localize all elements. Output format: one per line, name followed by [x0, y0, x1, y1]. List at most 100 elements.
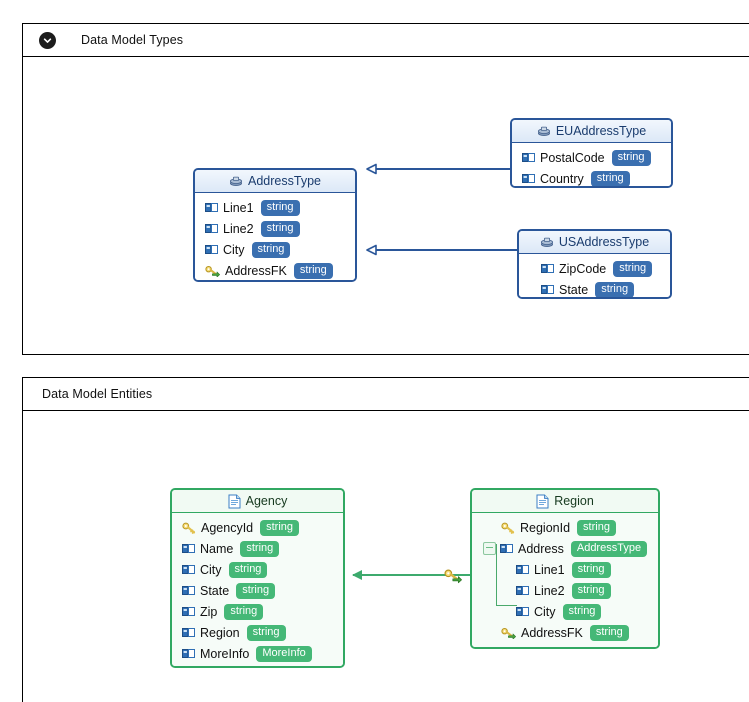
- document-icon: [536, 494, 549, 509]
- field-name: AddressFK: [521, 625, 583, 640]
- field-row[interactable]: RegionId string: [472, 517, 658, 538]
- complex-type-icon: [537, 124, 551, 138]
- element-icon: [516, 607, 529, 616]
- entity-box-agency[interactable]: Agency AgencyId string: [170, 488, 345, 668]
- field-name: RegionId: [520, 520, 571, 535]
- entity-fields-addresstype: Line1 string Line2 string: [195, 193, 355, 280]
- field-type-badge: string: [246, 624, 286, 641]
- entity-title-region: Region: [554, 494, 594, 508]
- entity-header-addresstype: AddressType: [195, 170, 355, 193]
- complex-type-icon: [229, 174, 243, 188]
- document-icon: [228, 494, 241, 509]
- entity-fields-region: RegionId string Address AddressType: [472, 513, 658, 647]
- field-row[interactable]: Country string: [512, 168, 671, 186]
- field-name: Line1: [534, 562, 565, 577]
- field-row[interactable]: Line1 string: [195, 197, 355, 218]
- element-icon: [182, 649, 195, 658]
- entity-box-addresstype[interactable]: AddressType Line1 string Line2: [193, 168, 357, 282]
- field-type-badge: string: [260, 199, 300, 216]
- element-icon: [205, 224, 218, 233]
- field-type-badge: string: [562, 603, 602, 620]
- field-row[interactable]: Address AddressType: [472, 538, 658, 559]
- element-icon: [522, 174, 535, 183]
- field-row[interactable]: PostalCode string: [512, 147, 671, 168]
- field-row[interactable]: Zip string: [172, 601, 343, 622]
- element-icon: [182, 607, 195, 616]
- field-name: Line2: [223, 221, 254, 236]
- field-row[interactable]: Line2 string: [195, 218, 355, 239]
- field-row[interactable]: Region string: [172, 622, 343, 643]
- element-icon: [541, 264, 554, 273]
- field-row[interactable]: AgencyId string: [172, 517, 343, 538]
- field-row[interactable]: AddressFK string: [472, 622, 658, 643]
- panel-header-entities[interactable]: Data Model Entities: [23, 378, 749, 411]
- connector-foreign-key-icon: [444, 568, 462, 584]
- panel-header-types[interactable]: Data Model Types: [23, 24, 749, 57]
- field-row[interactable]: Line2 string: [472, 580, 658, 601]
- field-type-badge: string: [228, 561, 268, 578]
- field-type-badge: string: [260, 519, 300, 536]
- field-name: ZipCode: [559, 261, 607, 276]
- field-type-badge: string: [571, 582, 611, 599]
- field-name: Country: [540, 171, 584, 186]
- field-name: City: [200, 562, 222, 577]
- entity-box-euaddresstype[interactable]: EUAddressType PostalCode string: [510, 118, 673, 188]
- field-name: AddressFK: [225, 263, 287, 278]
- field-name: PostalCode: [540, 150, 605, 165]
- field-name: Name: [200, 541, 234, 556]
- entity-fields-agency: AgencyId string Name string: [172, 513, 343, 666]
- expander-collapse-button-address[interactable]: [483, 542, 496, 555]
- field-name: City: [223, 242, 245, 257]
- panel-data-model-types: Data Model Types: [22, 23, 749, 355]
- entity-fields-usaddresstype: ZipCode string State string: [519, 254, 670, 297]
- foreign-key-icon: [501, 627, 516, 639]
- chevron-down-icon[interactable]: [39, 31, 56, 49]
- field-type-badge: string: [590, 170, 630, 186]
- field-type-badge: string: [236, 582, 276, 599]
- field-row[interactable]: State string: [172, 580, 343, 601]
- primary-key-icon: [501, 522, 515, 534]
- field-type-badge: string: [589, 624, 629, 641]
- entity-header-euaddresstype: EUAddressType: [512, 120, 671, 143]
- field-type-badge: string: [577, 519, 616, 536]
- field-row[interactable]: State string: [519, 279, 670, 297]
- field-row[interactable]: Line1 string: [472, 559, 658, 580]
- field-type-badge: MoreInfo: [256, 645, 312, 662]
- panel-body-entities: Agency AgencyId string: [23, 411, 749, 702]
- field-row[interactable]: Name string: [172, 538, 343, 559]
- field-type-badge: string: [611, 149, 651, 166]
- field-type-badge: string: [293, 262, 333, 279]
- entity-title-addresstype: AddressType: [248, 174, 321, 188]
- field-type-badge: string: [260, 220, 300, 237]
- complex-type-icon: [540, 235, 554, 249]
- field-name: City: [534, 604, 556, 619]
- panel-title-entities: Data Model Entities: [42, 387, 153, 401]
- foreign-key-icon: [205, 265, 220, 277]
- entity-box-region[interactable]: Region Regi: [470, 488, 660, 649]
- field-name: Address: [518, 541, 564, 556]
- element-icon: [182, 565, 195, 574]
- field-type-badge: string: [613, 260, 653, 277]
- entity-title-euaddresstype: EUAddressType: [555, 124, 647, 138]
- element-icon: [182, 628, 195, 637]
- entity-fields-euaddresstype: PostalCode string Country string: [512, 143, 671, 186]
- field-name: State: [200, 583, 230, 598]
- entity-box-usaddresstype[interactable]: USAddressType ZipCode string St: [517, 229, 672, 299]
- element-icon: [516, 586, 529, 595]
- field-type-badge: string: [595, 281, 635, 297]
- field-type-badge: string: [251, 241, 291, 258]
- field-row[interactable]: City string: [195, 239, 355, 260]
- entity-header-agency: Agency: [172, 490, 343, 513]
- field-type-badge: string: [571, 561, 611, 578]
- field-row[interactable]: ZipCode string: [519, 258, 670, 279]
- field-row[interactable]: City string: [472, 601, 658, 622]
- panel-data-model-entities: Data Model Entities: [22, 377, 749, 702]
- field-type-badge: AddressType: [570, 540, 648, 557]
- field-name: MoreInfo: [200, 646, 250, 661]
- field-row[interactable]: MoreInfo MoreInfo: [172, 643, 343, 664]
- field-row[interactable]: AddressFK string: [195, 260, 355, 280]
- element-icon: [522, 153, 535, 162]
- field-row[interactable]: City string: [172, 559, 343, 580]
- panel-body-types: AddressType Line1 string Line2: [23, 57, 749, 354]
